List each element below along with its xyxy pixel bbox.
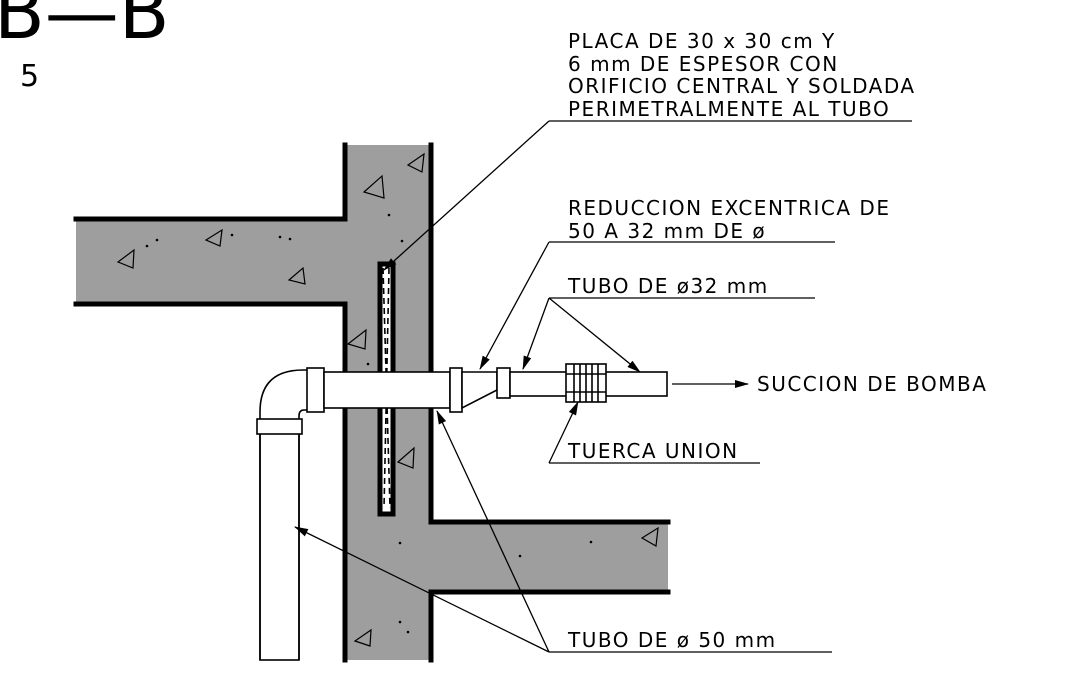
label-placa-line-4: PERIMETRALMENTE AL TUBO (568, 97, 890, 121)
leader-lines (294, 120, 912, 653)
section-number: 5 (20, 59, 39, 94)
label-succion: SUCCION DE BOMBA (757, 372, 987, 396)
union-nut (565, 363, 607, 403)
label-placa-line-2: 6 mm DE ESPESOR CON (568, 52, 839, 76)
label-tubo-32: TUBO DE ø32 mm (567, 274, 769, 298)
label-tubo-50: TUBO DE ø 50 mm (567, 628, 777, 652)
label-placa-line-3: ORIFICIO CENTRAL Y SOLDADA (568, 74, 916, 98)
label-reduccion-line-2: 50 A 32 mm DE ø (568, 219, 766, 243)
concrete-aggregate (116, 152, 659, 647)
label-placa-line-1: PLACA DE 30 x 30 cm Y (568, 29, 836, 53)
section-title: B—B (0, 0, 170, 56)
horizontal-pipe (306, 367, 668, 413)
label-tuerca-union: TUERCA UNION (567, 439, 739, 463)
concrete-outline (73, 142, 671, 663)
label-reduccion-line-1: REDUCCION EXCENTRICA DE (568, 196, 890, 220)
vertical-pipe (256, 369, 313, 661)
